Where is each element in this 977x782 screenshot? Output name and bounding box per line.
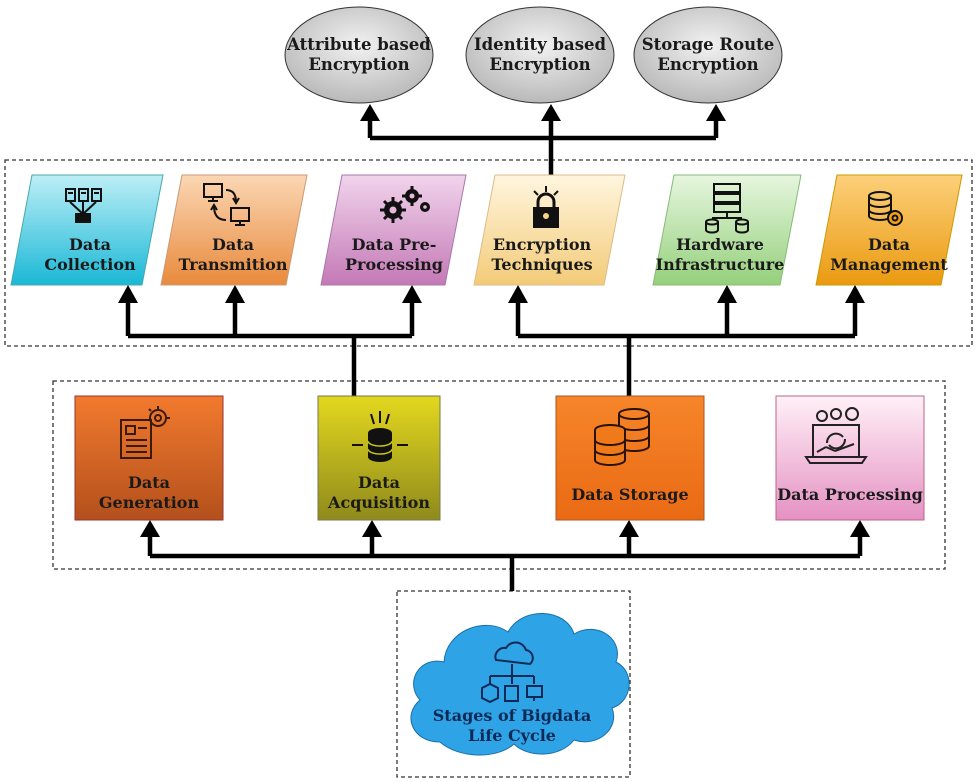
server-rack-icon — [705, 183, 749, 234]
card-hardware-infrastructure — [652, 174, 802, 286]
encryption-ovals — [284, 6, 783, 104]
card-encryption-techniques — [473, 174, 626, 286]
component-parallelograms — [10, 174, 963, 286]
card-data-preprocessing — [320, 174, 467, 286]
database-gear-icon — [868, 191, 903, 226]
oval-attribute-encryption — [284, 6, 434, 104]
oval-storage-route-encryption — [633, 6, 783, 104]
card-data-collection — [10, 174, 164, 286]
card-data-transmition — [160, 174, 308, 286]
arrowheads — [118, 104, 870, 537]
stage-squares — [74, 395, 925, 521]
card-data-management — [815, 174, 963, 286]
database-inflow-icon — [352, 411, 408, 462]
card-data-storage — [555, 395, 705, 521]
root-group-box — [396, 590, 631, 778]
oval-identity-encryption — [465, 6, 615, 104]
cloud-network-icon — [481, 641, 543, 704]
gears-icon — [380, 186, 430, 223]
padlock-icon — [533, 186, 559, 228]
computers-exchange-icon — [203, 183, 250, 226]
stages-group-box — [52, 380, 946, 570]
laptop-sync-icon — [804, 407, 868, 464]
root-cloud-shape — [410, 613, 630, 756]
coins-database-icon — [594, 408, 650, 466]
document-gear-icon — [120, 406, 170, 459]
documents-to-box-icon — [65, 188, 102, 223]
components-group-box — [4, 159, 973, 347]
connectors — [125, 118, 863, 591]
